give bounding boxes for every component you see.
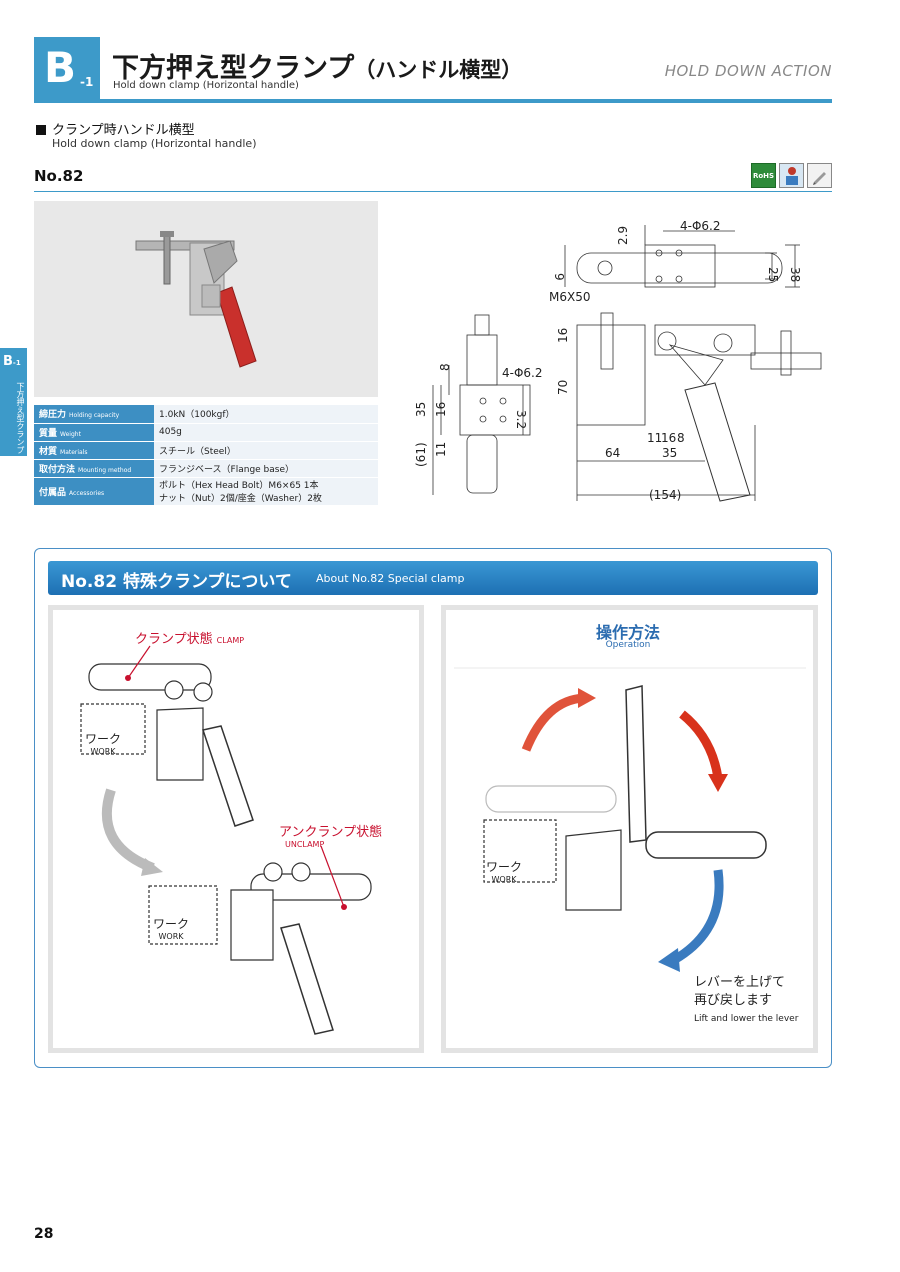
- svg-text:4-Φ6.2: 4-Φ6.2: [680, 219, 721, 233]
- svg-text:(61): (61): [414, 442, 428, 467]
- side-tab[interactable]: B-1 下方押え型クランプ: [0, 348, 27, 456]
- spec-value: 1.0kN（100kgf）: [154, 405, 378, 424]
- product-photo: [34, 201, 378, 397]
- lever-instruction-en: Lift and lower the lever: [694, 1014, 799, 1024]
- svg-text:8: 8: [438, 363, 452, 371]
- model-divider: [34, 191, 832, 192]
- panel-title-en: About No.82 Special clamp: [316, 572, 465, 585]
- page-title-main: 下方押え型クランプ: [112, 53, 355, 84]
- svg-text:16: 16: [661, 431, 676, 445]
- svg-text:38: 38: [788, 267, 802, 282]
- badge-letter: B: [44, 43, 77, 92]
- rohs-icon: RoHS: [751, 163, 776, 188]
- svg-text:11: 11: [434, 442, 448, 457]
- technical-drawing: 2.9 4-Φ6.2 9 25 38 M6X50 16 70 8 4-Φ6.2 …: [414, 219, 822, 502]
- lever-instruction: レバーを上げて再び戻します: [694, 975, 786, 1008]
- section-badge: B -1: [34, 37, 100, 102]
- pencil-icon: [807, 163, 832, 188]
- svg-text:2.9: 2.9: [616, 226, 630, 245]
- svg-text:35: 35: [662, 446, 677, 460]
- svg-text:35: 35: [414, 402, 428, 417]
- svg-text:64: 64: [605, 446, 620, 460]
- page-number: 28: [34, 1226, 54, 1242]
- icon-row: RoHS: [751, 163, 832, 188]
- special-clamp-panel: [34, 548, 832, 1068]
- unclamp-label: アンクランプ状態: [279, 825, 383, 840]
- svg-text:3.2: 3.2: [514, 410, 528, 429]
- operation-title-en: Operation: [605, 640, 651, 650]
- spec-value: フランジベース（Flange base）: [154, 459, 378, 478]
- operation-title: 操作方法: [595, 623, 660, 642]
- page-subtitle: Hold down clamp (Horizontal handle): [113, 80, 299, 91]
- panel-title: No.82 特殊クランプについて: [61, 572, 292, 592]
- page-title: 下方押え型クランプ（ハンドル横型）: [112, 46, 522, 85]
- section-heading-en: Hold down clamp (Horizontal handle): [52, 137, 257, 150]
- side-tab-text: 下方押え型クランプ: [16, 382, 25, 454]
- model-number: No.82: [34, 167, 84, 185]
- clamp-illustration: [80, 645, 372, 1035]
- operator-icon: [779, 163, 804, 188]
- header-divider: [34, 99, 832, 103]
- dimension-labels: 2.9 4-Φ6.2 9 25 38 M6X50 16 70 8 4-Φ6.2 …: [414, 219, 802, 502]
- spec-value: 405g: [154, 423, 378, 442]
- page-title-paren: （ハンドル横型）: [354, 58, 523, 82]
- unclamp-label-en: UNCLAMP: [285, 840, 325, 849]
- svg-text:M6X50: M6X50: [549, 290, 590, 304]
- side-tab-letter: B-1: [3, 354, 21, 369]
- spec-value: スチール（Steel）: [154, 441, 378, 460]
- svg-text:4-Φ6.2: 4-Φ6.2: [502, 366, 543, 380]
- section-heading: クランプ時ハンドル横型: [36, 119, 195, 138]
- panel-header: No.82 特殊クランプについて About No.82 Special cla…: [48, 561, 818, 595]
- badge-sub: -1: [80, 75, 94, 89]
- svg-text:8: 8: [677, 431, 685, 445]
- svg-text:16: 16: [556, 328, 570, 343]
- operation-illustration: [454, 667, 806, 972]
- svg-text:9: 9: [552, 273, 566, 281]
- svg-text:70: 70: [556, 380, 570, 395]
- svg-text:(154): (154): [649, 488, 681, 502]
- section-heading-text: クランプ時ハンドル横型: [52, 123, 195, 138]
- spec-value: ボルト（Hex Head Bolt）M6×65 1本ナット（Nut）2個/座金（…: [154, 477, 378, 506]
- svg-text:11: 11: [647, 431, 662, 445]
- category-label: HOLD DOWN ACTION: [664, 62, 832, 80]
- svg-text:25: 25: [766, 267, 780, 282]
- square-bullet-icon: [36, 125, 46, 135]
- svg-text:16: 16: [434, 402, 448, 417]
